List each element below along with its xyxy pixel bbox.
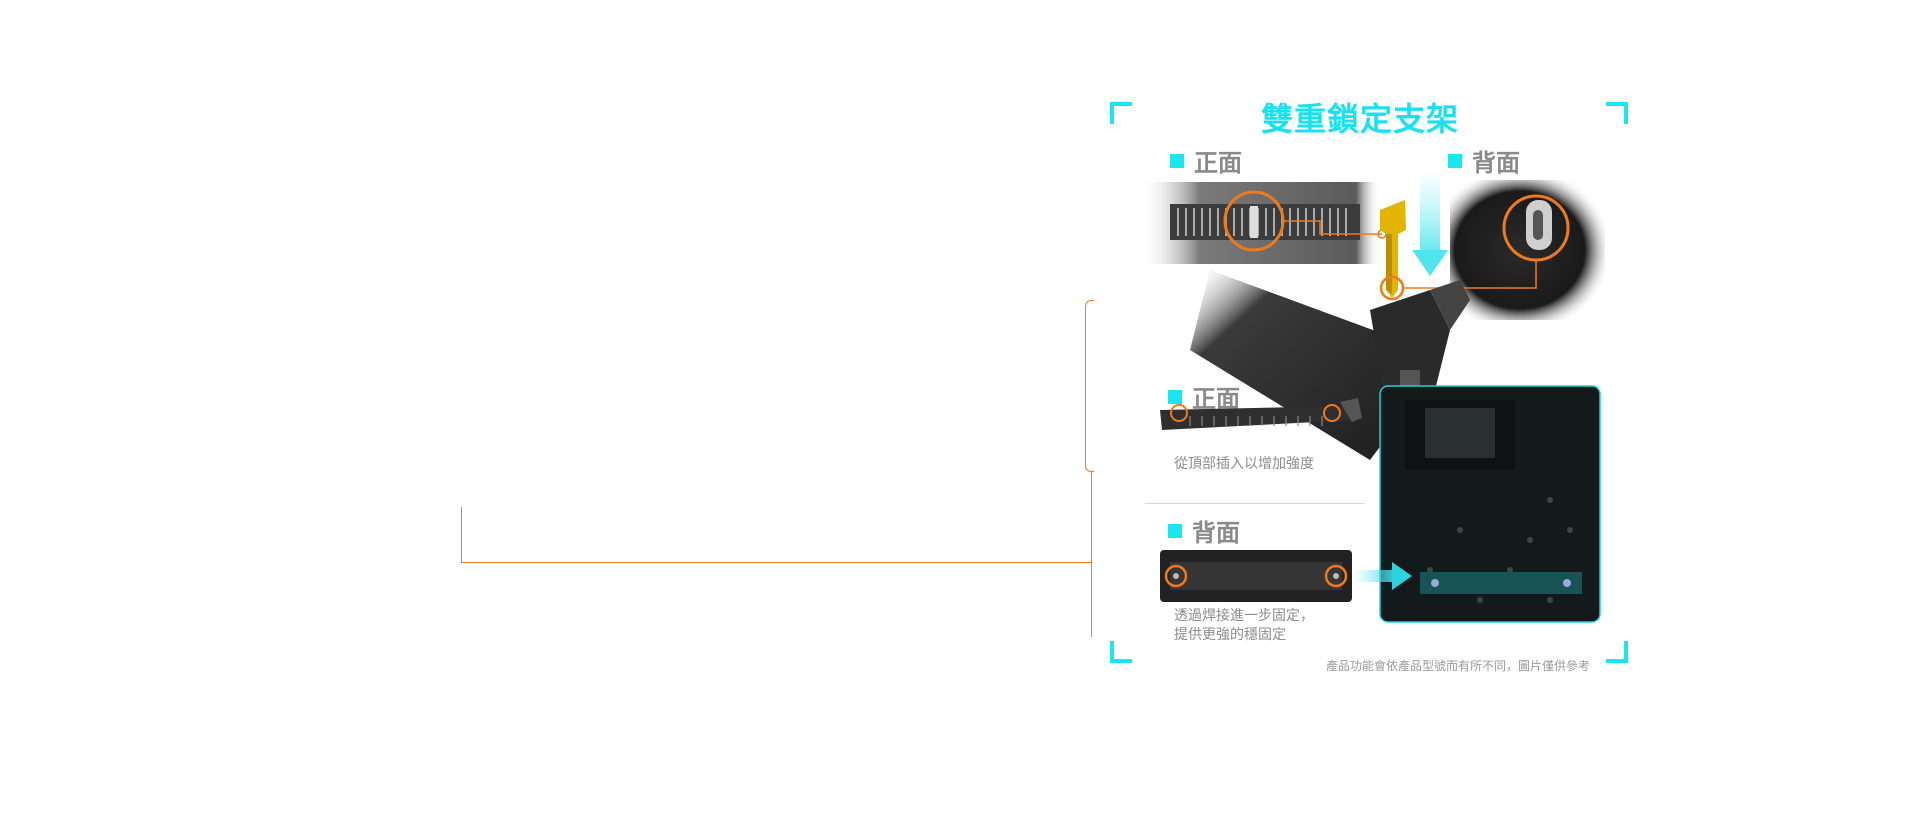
back-latch-photo [1404, 180, 1605, 320]
motherboard-photo [1379, 385, 1601, 623]
label-back-bottom-text: 背面 [1192, 519, 1240, 547]
label-back-bottom: 背面 [1168, 513, 1240, 548]
bracket-illustration [1140, 170, 1605, 623]
label-front-mid: 正面 [1168, 379, 1240, 414]
connector-bracket [1085, 300, 1094, 472]
label-front-mid-text: 正面 [1192, 385, 1240, 413]
frame-corner-bottom-left [1110, 641, 1132, 663]
connector-line-right-vertical [1091, 472, 1092, 637]
front-slot-photo [1140, 182, 1387, 264]
section-divider [1145, 503, 1365, 504]
caption-back-line1: 透過焊接進一步固定， [1174, 608, 1314, 624]
label-back-top-text: 背面 [1472, 149, 1520, 177]
frame-corner-top-right [1606, 102, 1628, 124]
cyan-square-icon [1170, 153, 1184, 168]
insert-down-arrow-icon [1412, 170, 1448, 276]
disclaimer-footnote: 產品功能會依產品型號而有所不同，圖片僅供參考 [1325, 659, 1590, 673]
caption-back-line2: 提供更強的穩固定 [1174, 627, 1286, 643]
back-solder-strip [1160, 550, 1352, 602]
yellow-latch [1379, 200, 1406, 301]
caption-front: 從頂部插入以增加強度 [1174, 456, 1314, 472]
cyan-square-icon [1168, 523, 1182, 538]
connector-line-left-vertical [461, 507, 462, 563]
solder-right-arrow-icon [1352, 562, 1412, 590]
label-front-top: 正面 [1170, 143, 1242, 178]
frame-corner-bottom-right [1606, 641, 1628, 663]
front-long-slot [1160, 398, 1362, 430]
feature-title: 雙重鎖定支架 [1260, 100, 1459, 138]
label-back-top: 背面 [1448, 143, 1520, 178]
cyan-square-icon [1168, 389, 1182, 404]
frame-corner-top-left [1110, 102, 1132, 124]
label-front-top-text: 正面 [1194, 149, 1242, 177]
cyan-square-icon [1448, 153, 1462, 168]
connector-line-horizontal [461, 562, 1091, 563]
